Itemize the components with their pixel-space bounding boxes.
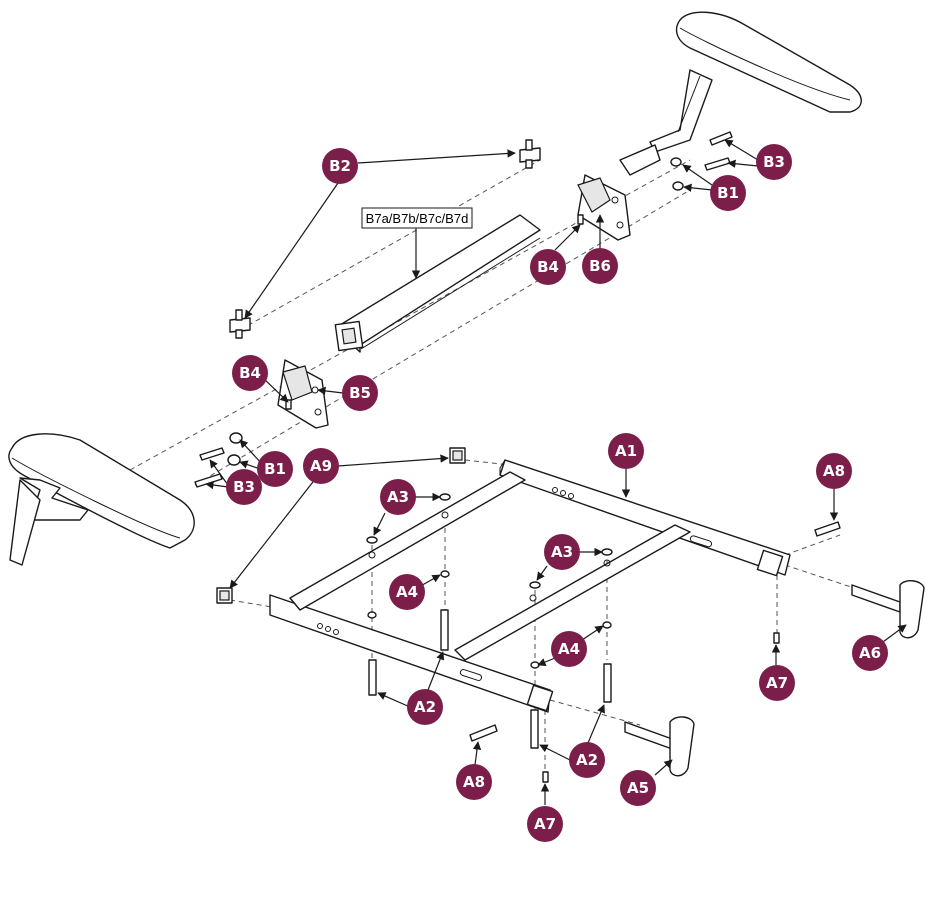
- callout-a1: A1: [608, 433, 644, 469]
- callout-b2-top: B2: [322, 148, 358, 184]
- armrest-pad-left: [8, 433, 195, 566]
- callout-label: B1: [717, 184, 739, 202]
- callout-label: B1: [264, 460, 286, 478]
- callout-a8-right: A8: [816, 453, 852, 489]
- callout-label: A3: [387, 488, 409, 506]
- callout-a4-right: A4: [551, 631, 587, 667]
- callout-label: A7: [534, 815, 556, 833]
- tube-label-b7: B7a/B7b/B7c/B7d: [361, 207, 473, 229]
- callout-label: A7: [766, 674, 788, 692]
- callout-label: A6: [859, 644, 881, 662]
- end-caps-a9: [216, 447, 466, 604]
- fasteners-upper-right: [577, 131, 733, 225]
- callout-label: B5: [349, 384, 371, 402]
- callout-label: A3: [551, 543, 573, 561]
- knob-b2-left: [229, 309, 251, 339]
- receiver-a5: [624, 716, 695, 777]
- callout-b6: B6: [582, 248, 618, 284]
- tube-label-text: B7a/B7b/B7c/B7d: [366, 211, 469, 226]
- callout-badges: B2 B3 B1 B4 B6 B4 B5 B1 B3 A9 A1 A8 A3 A…: [226, 144, 888, 842]
- callout-a5: A5: [620, 770, 656, 806]
- callout-label: B2: [329, 157, 351, 175]
- hardware-a-series: [366, 493, 841, 783]
- callout-label: B6: [589, 257, 611, 275]
- callout-label: A5: [627, 779, 649, 797]
- callout-label: A4: [558, 640, 580, 658]
- knob-b2-top: [519, 139, 541, 169]
- callout-a7-bottom: A7: [527, 806, 563, 842]
- callout-b1-left: B1: [257, 451, 293, 487]
- callout-b3-left: B3: [226, 469, 262, 505]
- callout-a9: A9: [303, 448, 339, 484]
- callout-label: A4: [396, 583, 418, 601]
- armrest-pad-right: [619, 11, 862, 176]
- square-tube-b7: [334, 214, 541, 353]
- callout-b3-top: B3: [756, 144, 792, 180]
- callout-a2-right: A2: [569, 742, 605, 778]
- frame-a1: [269, 459, 791, 713]
- callout-label: B3: [233, 478, 255, 496]
- callout-label: A8: [823, 462, 845, 480]
- callout-b1-top: B1: [710, 175, 746, 211]
- mounting-plate-b6: [577, 174, 631, 241]
- fasteners-upper-left: [194, 399, 292, 488]
- callout-a6: A6: [852, 635, 888, 671]
- mounting-plate-b5: [277, 359, 329, 429]
- callout-a7-right: A7: [759, 665, 795, 701]
- receiver-a6: [851, 580, 925, 639]
- callout-b4-top: B4: [530, 249, 566, 285]
- callout-a8-left: A8: [456, 764, 492, 800]
- callout-a4-left: A4: [389, 574, 425, 610]
- callout-label: A2: [414, 698, 436, 716]
- callout-b5: B5: [342, 375, 378, 411]
- callout-label: A1: [615, 442, 637, 460]
- callout-label: A8: [463, 773, 485, 791]
- callout-label: B3: [763, 153, 785, 171]
- callout-label: B4: [537, 258, 559, 276]
- callout-label: B4: [239, 364, 261, 382]
- callout-a2-left: A2: [407, 689, 443, 725]
- callout-label: A2: [576, 751, 598, 769]
- callout-a3-right: A3: [544, 534, 580, 570]
- callout-b4-left: B4: [232, 355, 268, 391]
- callout-label: A9: [310, 457, 332, 475]
- callout-a3-left: A3: [380, 479, 416, 515]
